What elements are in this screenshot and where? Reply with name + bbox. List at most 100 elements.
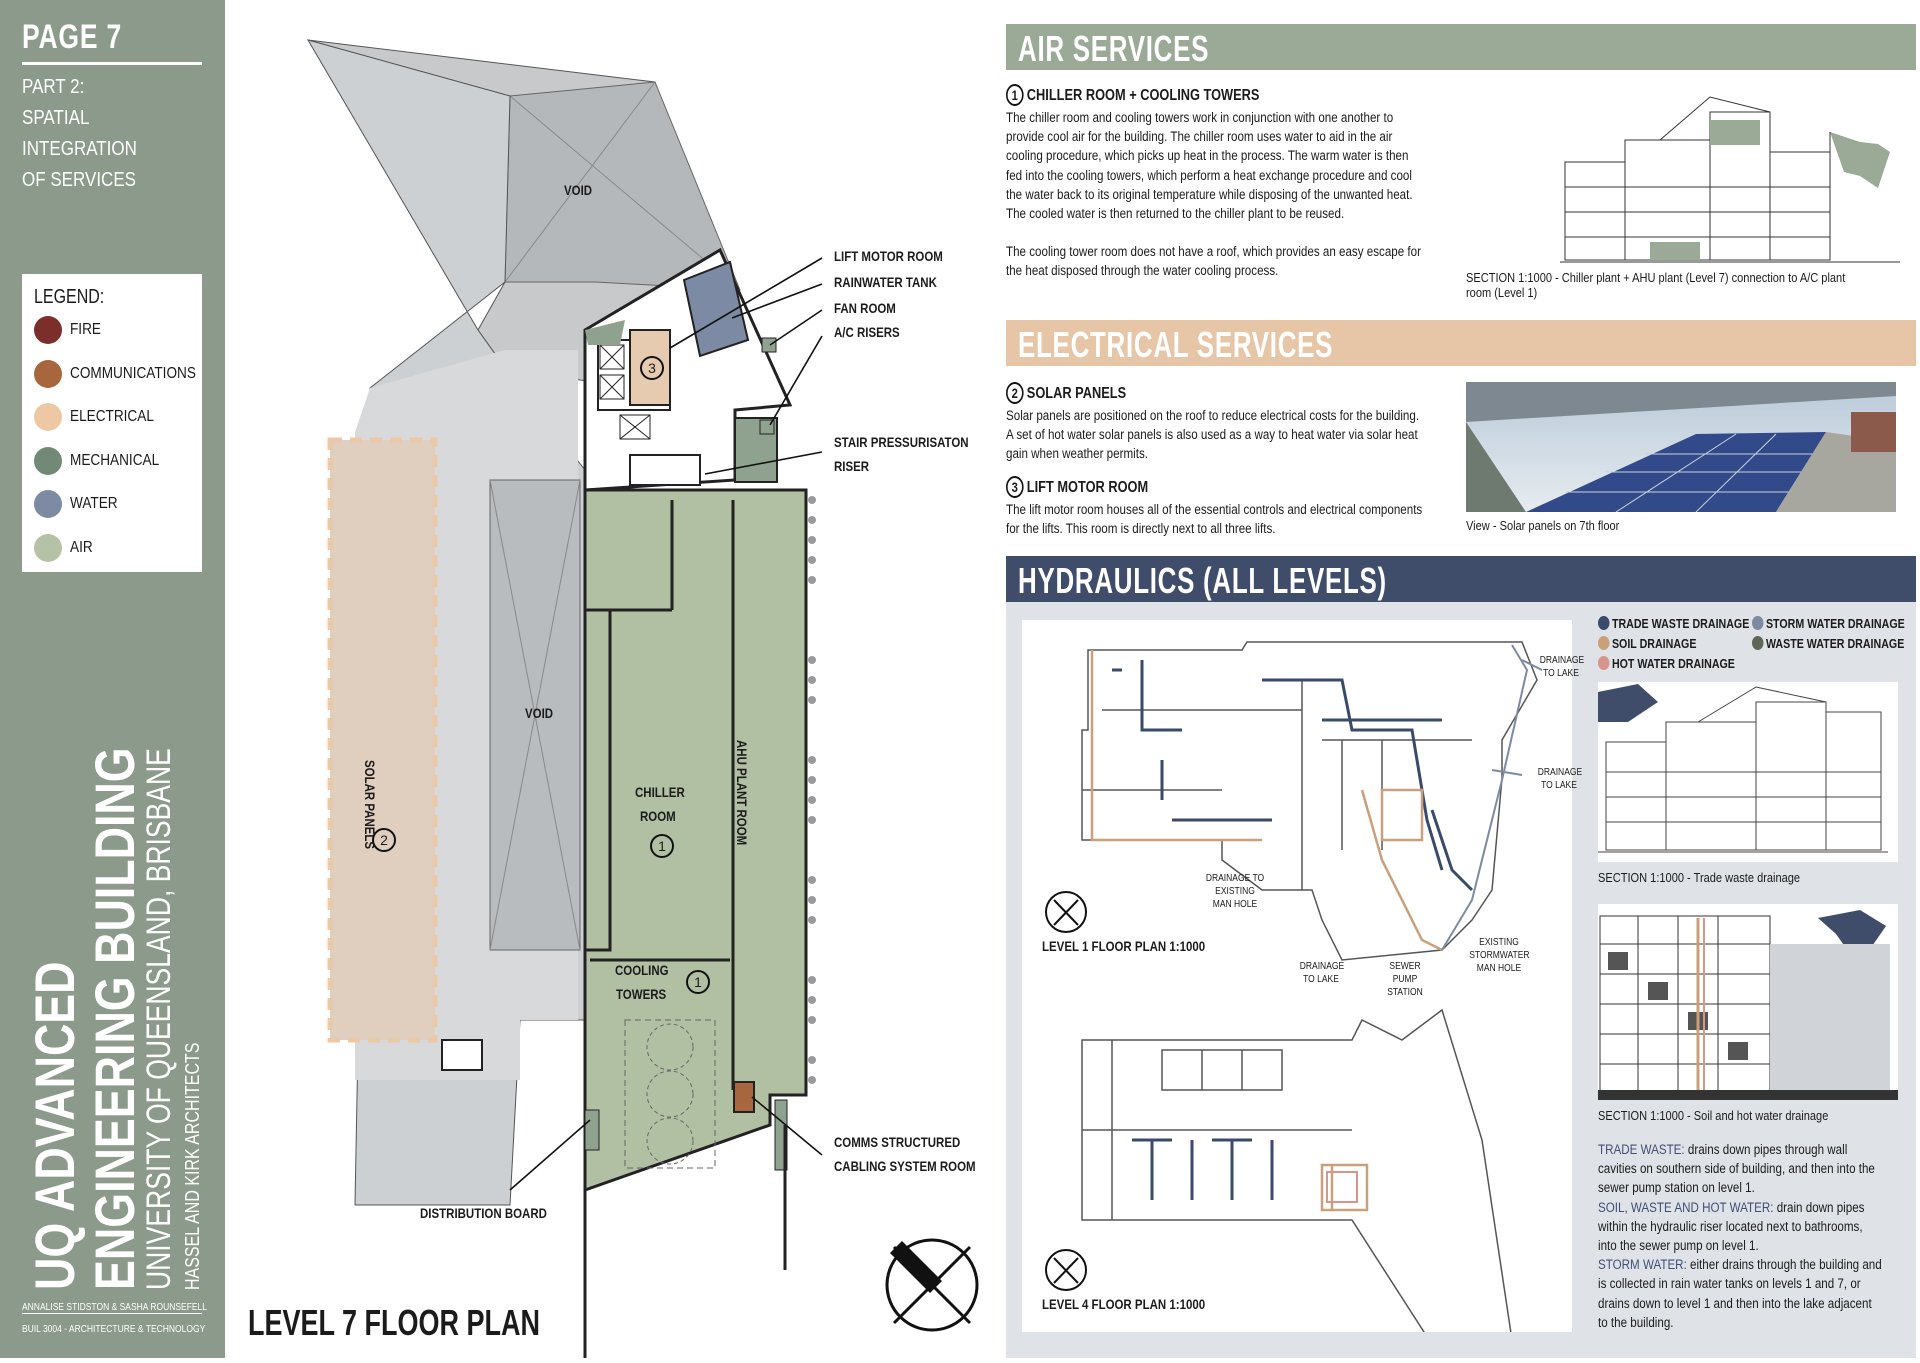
hydraulics-legend-label: HOT WATER DRAINAGE <box>1611 656 1735 671</box>
note-key: SOIL, WASTE AND HOT WATER: <box>1598 1199 1774 1215</box>
callout-comms: CABLING SYSTEM ROOM <box>834 1158 976 1174</box>
legend-item-water: WATER <box>34 488 204 520</box>
void-label: VOID <box>525 705 554 721</box>
project-title-line2: ENGINEERING BUILDING <box>83 747 146 1290</box>
legend-item-fire: FIRE <box>34 314 204 346</box>
electrical-swatch-icon <box>34 403 62 431</box>
hydraulics-legend-label: SOIL DRAINAGE <box>1611 636 1697 651</box>
hydraulics-legend-soil: SOIL DRAINAGE <box>1598 636 1696 651</box>
note-storm-water: STORM WATER: either drains through the b… <box>1598 1255 1882 1332</box>
hydraulics-legend-waste-water: WASTE WATER DRAINAGE <box>1752 636 1904 651</box>
sidebar: PAGE 7 PART 2: SPATIAL INTEGRATION OF SE… <box>0 0 225 1358</box>
level-1-plan-title: LEVEL 1 FLOOR PLAN 1:1000 <box>1042 938 1206 954</box>
legend-title: LEGEND: <box>34 286 105 308</box>
trade-waste-caption: SECTION 1:1000 - Trade waste drainage <box>1598 870 1801 885</box>
credit-course: BUIL 3004 - ARCHITECTURE & TECHNOLOGY <box>22 1324 206 1335</box>
lift-paragraph: The lift motor room houses all of the es… <box>1006 502 1423 537</box>
chiller-room-label: ROOM <box>640 808 676 824</box>
drainage-to-manhole-label: DRAINAGE TO EXISTING MAN HOLE <box>1205 873 1265 910</box>
mechanical-swatch-icon <box>34 447 62 475</box>
electrical-heading: ELECTRICAL SERVICES <box>1018 324 1334 365</box>
soil-swatch-icon <box>1598 636 1610 650</box>
fire-swatch-icon <box>34 316 62 344</box>
air-subheading-text: CHILLER ROOM + COOLING TOWERS <box>1026 87 1260 104</box>
part-line: SPATIAL INTEGRATION <box>22 107 137 160</box>
part-line: PART 2: <box>22 76 85 98</box>
water-swatch-icon <box>34 490 62 518</box>
soil-hot-water-caption: SECTION 1:1000 - Soil and hot water drai… <box>1598 1108 1829 1123</box>
trade-waste-swatch-icon <box>1598 616 1610 630</box>
note-key: TRADE WASTE: <box>1598 1142 1685 1157</box>
air-section-caption: SECTION 1:1000 - Chiller plant + AHU pla… <box>1466 270 1846 300</box>
legend-label: MECHANICAL <box>70 452 160 469</box>
hydraulics-legend-label: WASTE WATER DRAINAGE <box>1765 636 1905 651</box>
hydraulics-heading: HYDRAULICS (ALL LEVELS) <box>1018 560 1387 601</box>
hydraulics-notes: TRADE WASTE: drains down pipes through w… <box>1598 1140 1882 1332</box>
level-4-plan-title: LEVEL 4 FLOOR PLAN 1:1000 <box>1042 1296 1206 1312</box>
air-paragraph-2: The cooling tower room does not have a r… <box>1006 244 1421 279</box>
air-services-heading-band: AIR SERVICES <box>1006 24 1916 70</box>
callout-fan-room: FAN ROOM <box>834 300 896 316</box>
hydraulics-legend-label: STORM WATER DRAINAGE <box>1765 616 1905 631</box>
legend-label: WATER <box>70 495 118 512</box>
legend-label: FIRE <box>70 321 101 338</box>
ahu-plant-room-label: AHU PLANT ROOM <box>734 740 750 846</box>
lift-subheading-text: LIFT MOTOR ROOM <box>1026 479 1149 496</box>
legend-item-mechanical: MECHANICAL <box>34 445 204 477</box>
note-text: drains down pipes through wall cavities … <box>1598 1142 1875 1196</box>
legend-label: COMMUNICATIONS <box>70 365 196 382</box>
part-line: OF SERVICES <box>22 169 137 191</box>
part-heading: PART 2: SPATIAL INTEGRATION OF SERVICES <box>22 72 195 196</box>
drainage-to-lake-label: DRAINAGE TO LAKE <box>1539 655 1585 679</box>
note-soil-waste-hot-water: SOIL, WASTE AND HOT WATER: drain down pi… <box>1598 1198 1882 1256</box>
legend-item-electrical: ELECTRICAL <box>34 401 204 433</box>
solar-panel-photo <box>1466 382 1896 512</box>
hydraulics-legend-storm-water: STORM WATER DRAINAGE <box>1752 616 1905 631</box>
legend-item-communications: COMMUNICATIONS <box>34 358 204 390</box>
air-swatch-icon <box>34 534 62 562</box>
hydraulics-plans-drawing <box>1045 641 1543 1332</box>
callout-stair-pressurisation: STAIR PRESSURISATON <box>834 434 969 450</box>
chiller-number: 1 <box>1006 84 1024 106</box>
drainage-to-lake-label: DRAINAGE TO LAKE <box>1299 961 1345 985</box>
communications-swatch-icon <box>34 360 62 388</box>
hydraulics-legend-trade-waste: TRADE WASTE DRAINAGE <box>1598 616 1749 631</box>
project-title-line1: UQ ADVANCED <box>23 961 86 1290</box>
existing-stormwater-manhole-label: EXISTING STORMWATER MAN HOLE <box>1469 937 1530 974</box>
chiller-room-number: 1 <box>650 834 674 858</box>
cooling-towers-number: 1 <box>686 970 710 994</box>
credit-rule <box>22 1313 202 1314</box>
trade-waste-section-drawing <box>1598 682 1898 862</box>
hydraulics-legend-hot-water: HOT WATER DRAINAGE <box>1598 656 1735 671</box>
hydraulics-legend-label: TRADE WASTE DRAINAGE <box>1611 616 1750 631</box>
project-architects: HASSEL AND KIRK ARCHITECTS <box>182 1042 204 1290</box>
project-university: UNIVERSITY OF QUEENSLAND, BRISBANE <box>140 748 178 1290</box>
air-paragraph-1: The chiller room and cooling towers work… <box>1006 110 1413 222</box>
solar-panels-number: 2 <box>372 828 396 852</box>
legend-label: ELECTRICAL <box>70 408 154 425</box>
hydraulics-heading-band: HYDRAULICS (ALL LEVELS) <box>1006 556 1916 602</box>
note-text: either drains through the building and i… <box>1598 1257 1882 1330</box>
callout-rainwater-tank: RAINWATER TANK <box>834 274 937 290</box>
page-number: PAGE 7 <box>22 18 122 56</box>
lift-number: 3 <box>1006 476 1024 498</box>
solar-paragraph: Solar panels are positioned on the roof … <box>1006 408 1420 462</box>
callout-distribution-board: DISTRIBUTION BOARD <box>420 1205 547 1221</box>
page-number-rule <box>22 62 202 65</box>
hydraulics-plans-card <box>1022 620 1572 1332</box>
solar-number: 2 <box>1006 382 1024 404</box>
note-key: STORM WATER: <box>1598 1257 1687 1273</box>
callout-stair-riser: RISER <box>834 458 870 474</box>
level-7-plan-drawing <box>306 39 979 1358</box>
note-trade-waste: TRADE WASTE: drains down pipes through w… <box>1598 1140 1882 1198</box>
air-services-heading: AIR SERVICES <box>1018 28 1210 69</box>
callout-ac-risers: A/C RISERS <box>834 324 900 340</box>
callout-comms: COMMS STRUCTURED <box>834 1134 961 1150</box>
note-text: drain down pipes within the hydraulic ri… <box>1598 1199 1865 1254</box>
waste-water-swatch-icon <box>1752 636 1764 650</box>
solar-subheading-text: SOLAR PANELS <box>1026 385 1127 402</box>
solar-photo-caption: View - Solar panels on 7th floor <box>1466 518 1620 533</box>
legend-item-air: AIR <box>34 532 204 564</box>
